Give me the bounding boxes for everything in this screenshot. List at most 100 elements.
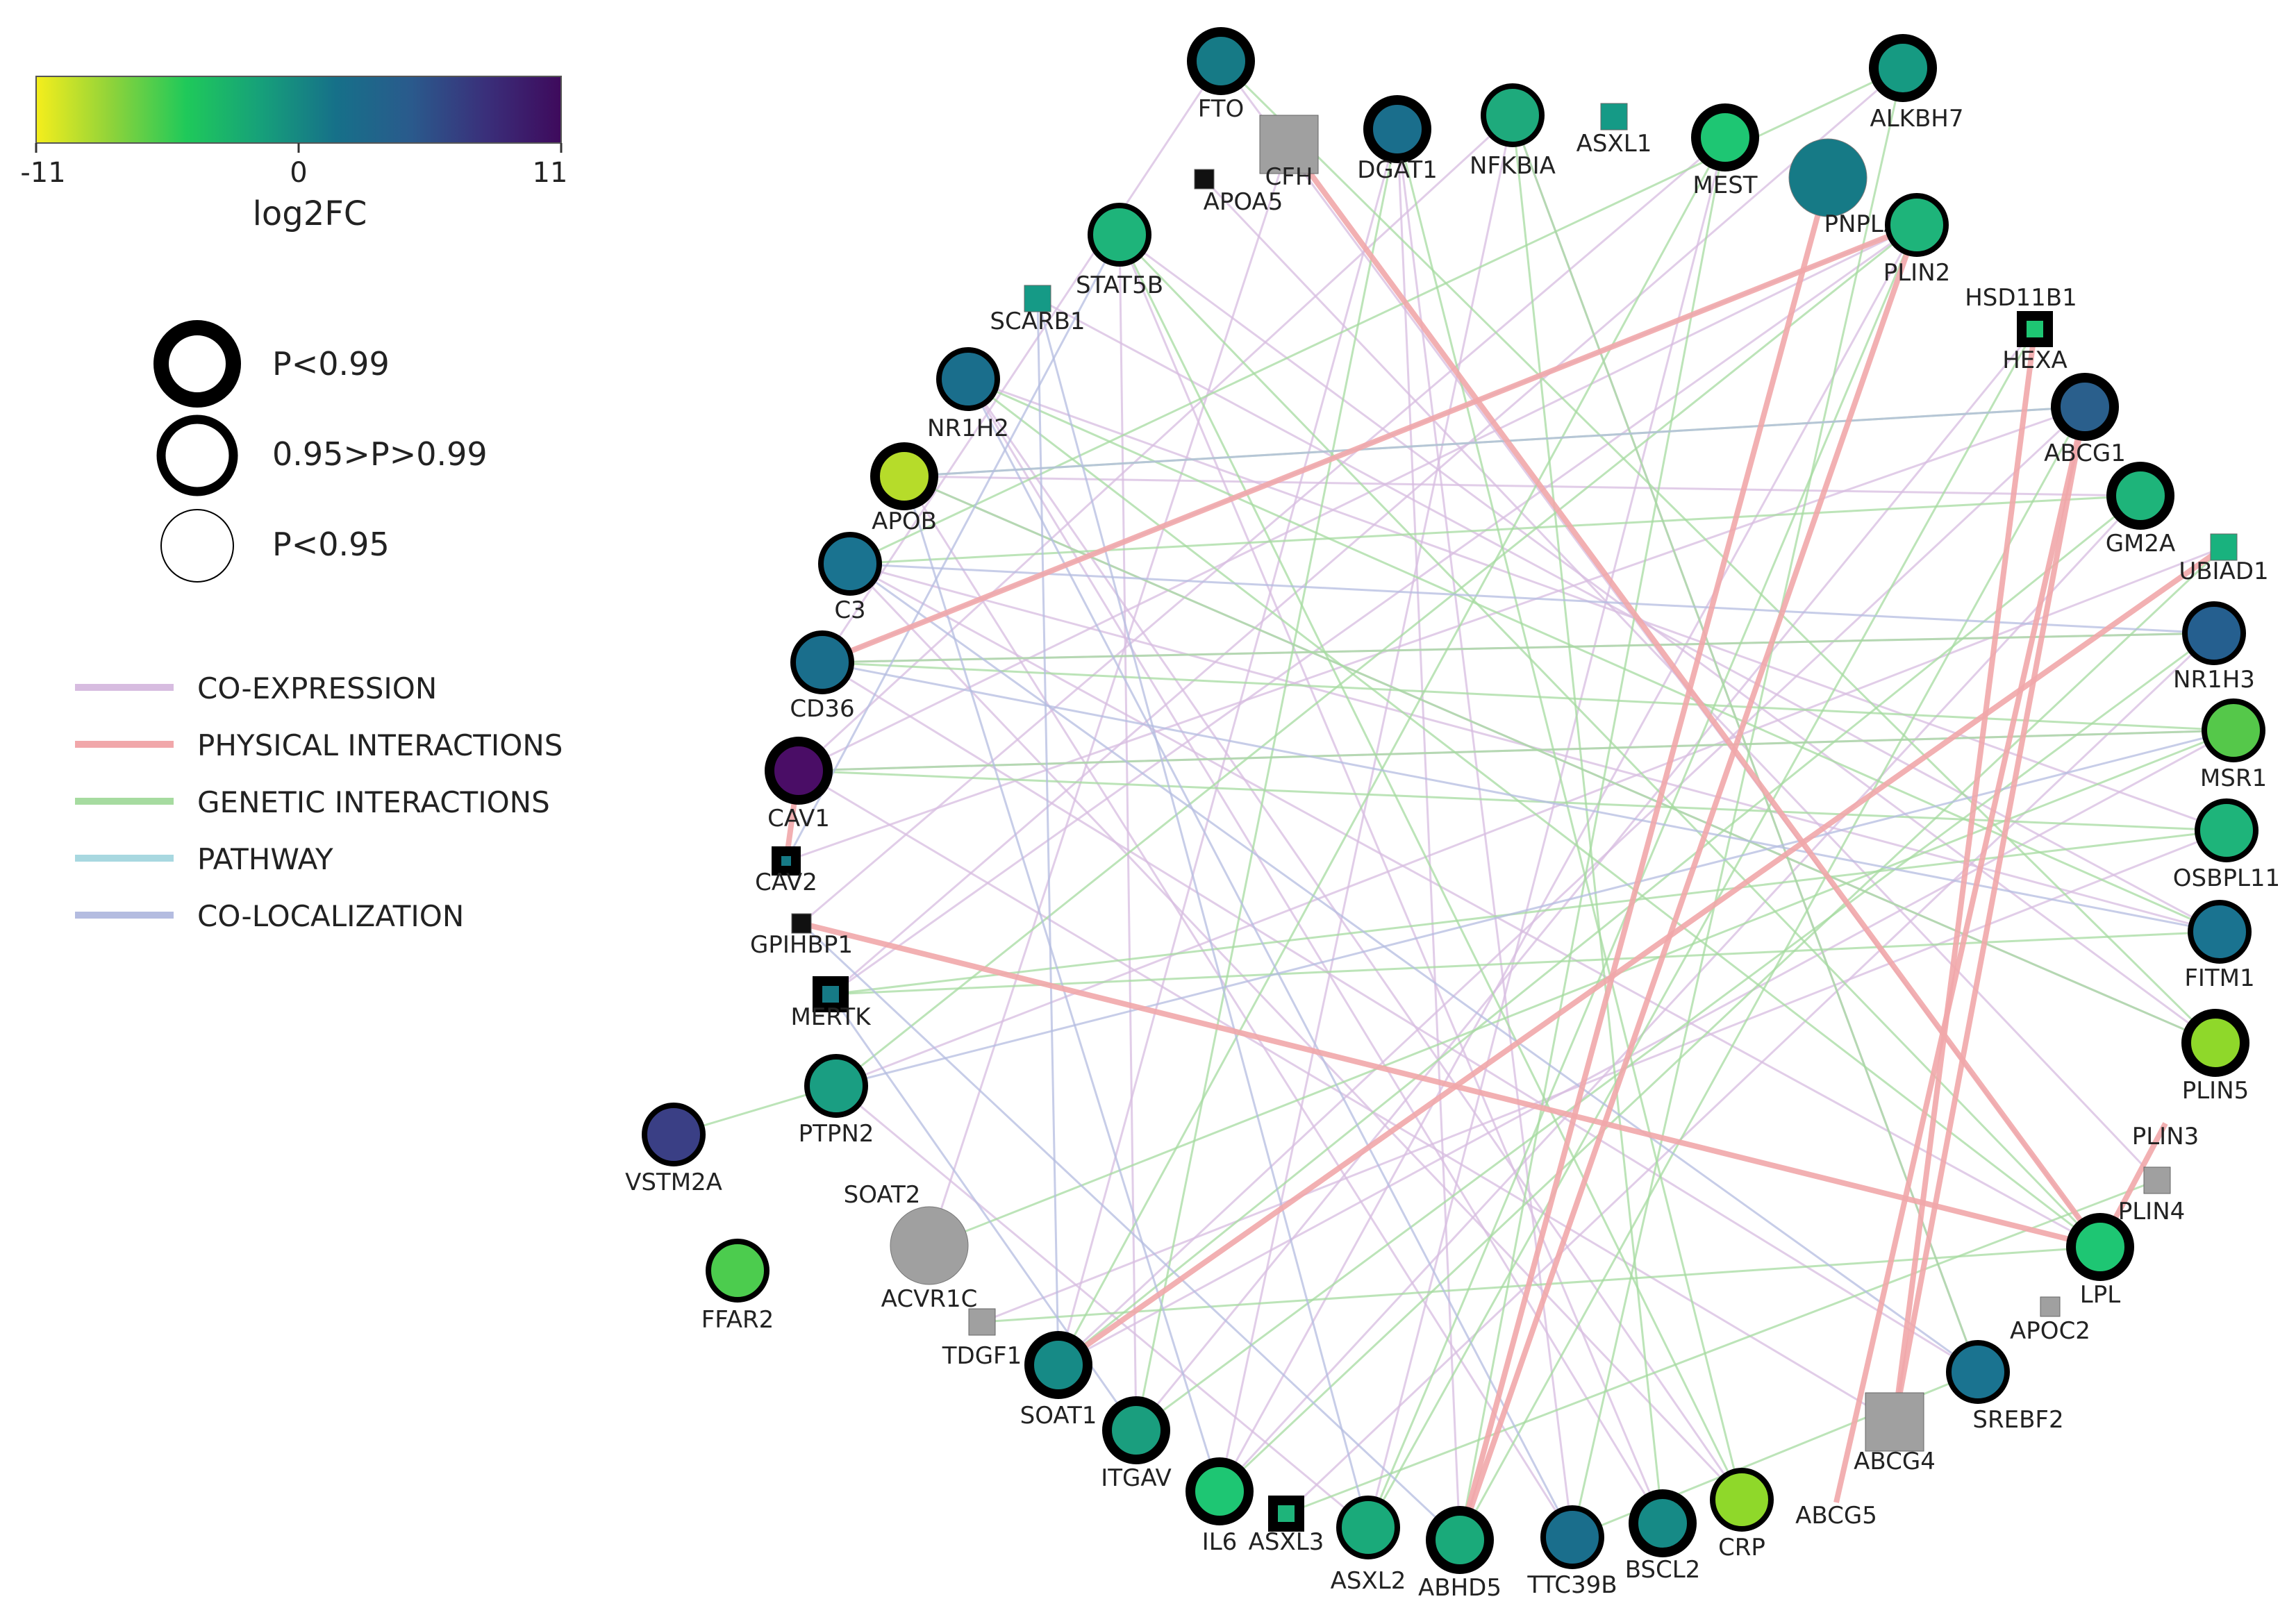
gene-node-asxl2[interactable]: ASXL2 [1331, 1496, 1406, 1595]
gene-node-nr1h2[interactable]: NR1H2 [927, 347, 1009, 442]
gene-node-abhd5[interactable]: ABHD5 [1418, 1506, 1501, 1602]
gene-node-asxl1[interactable]: ASXL1 [1577, 103, 1652, 158]
gene-node-marker[interactable] [890, 1206, 969, 1285]
gene-node-marker[interactable] [2188, 900, 2252, 964]
gene-node-marker[interactable] [2040, 1296, 2061, 1317]
gene-node-marker[interactable] [804, 1054, 868, 1118]
gene-node-acvr1c[interactable]: ACVR1C [881, 1206, 978, 1313]
gene-node-scarb1[interactable]: SCARB1 [990, 285, 1085, 335]
gene-node-srebf2[interactable]: SREBF2 [1946, 1340, 2064, 1434]
gene-node-cfh[interactable]: CFH [1259, 115, 1319, 191]
gene-node-c3[interactable]: C3 [818, 532, 882, 624]
gene-node-il6[interactable]: IL6 [1186, 1457, 1254, 1556]
gene-node-marker[interactable] [2051, 373, 2119, 441]
gene-node-marker[interactable] [772, 846, 801, 876]
gene-node-soat1[interactable]: SOAT1 [1020, 1331, 1097, 1430]
gene-node-cd36[interactable]: CD36 [790, 630, 855, 723]
gene-node-marker[interactable] [2066, 1213, 2134, 1281]
gene-node-alkbh7[interactable]: ALKBH7 [1869, 34, 1964, 133]
gene-node-ubiad1[interactable]: UBIAD1 [2179, 533, 2269, 585]
gene-node-hexa[interactable]: HEXA [2002, 346, 2068, 374]
gene-node-marker[interactable] [1946, 1340, 2010, 1404]
gene-node-plin4[interactable]: PLIN4 [2118, 1166, 2186, 1225]
gene-node-marker[interactable] [1426, 1506, 1494, 1574]
gene-node-marker[interactable] [765, 737, 833, 805]
gene-node-marker[interactable] [642, 1103, 706, 1166]
gene-node-marker[interactable] [1088, 203, 1151, 267]
gene-node-gm2a[interactable]: GM2A [2106, 462, 2176, 558]
gene-node-plin5[interactable]: PLIN5 [2181, 1009, 2249, 1105]
gene-node-marker[interactable] [1691, 103, 1759, 171]
gene-node-marker[interactable] [818, 532, 882, 596]
gene-node-ttc39b[interactable]: TTC39B [1526, 1505, 1617, 1599]
gene-node-bscl2[interactable]: BSCL2 [1625, 1489, 1701, 1584]
gene-node-marker[interactable] [2202, 698, 2265, 762]
gene-node-ptpn2[interactable]: PTPN2 [799, 1054, 874, 1148]
gene-node-marker[interactable] [1194, 169, 1215, 190]
gene-node-apoc2[interactable]: APOC2 [2010, 1296, 2090, 1345]
gene-node-marker[interactable] [813, 976, 849, 1012]
gene-node-marker[interactable] [968, 1308, 996, 1336]
gene-node-abcg5[interactable]: ABCG5 [1795, 1502, 1877, 1530]
gene-node-soat2[interactable]: SOAT2 [844, 1181, 921, 1209]
gene-node-abcg4[interactable]: ABCG4 [1854, 1392, 1936, 1475]
gene-node-marker[interactable] [1102, 1396, 1170, 1464]
gene-node-marker[interactable] [1600, 103, 1628, 131]
gene-node-plin3[interactable]: PLIN3 [2132, 1123, 2199, 1150]
gene-node-abcg1[interactable]: ABCG1 [2044, 373, 2126, 467]
gene-node-marker[interactable] [2106, 462, 2174, 530]
gene-node-marker[interactable] [2210, 533, 2238, 561]
gene-node-crp[interactable]: CRP [1710, 1468, 1774, 1562]
gene-node-hsd11b1[interactable]: HSD11B1 [1965, 284, 2077, 347]
gene-node-marker[interactable] [791, 913, 812, 934]
gene-node-marker[interactable] [1788, 138, 1867, 217]
gene-node-mertk[interactable]: MERTK [790, 976, 872, 1031]
gene-node-msr1[interactable]: MSR1 [2200, 698, 2267, 792]
gene-node-marker[interactable] [1481, 83, 1545, 147]
colorbar-mid-label: 0 [290, 157, 307, 189]
gene-node-marker[interactable] [706, 1239, 770, 1303]
gene-node-fitm1[interactable]: FITM1 [2184, 900, 2255, 992]
gene-node-marker[interactable] [1710, 1468, 1774, 1532]
gene-node-marker[interactable] [1186, 1457, 1254, 1525]
gene-node-marker[interactable] [1865, 1392, 1924, 1452]
gene-node-marker[interactable] [1024, 285, 1051, 312]
gene-node-marker[interactable] [1885, 193, 1949, 257]
gene-node-marker[interactable] [1268, 1496, 1304, 1532]
gene-node-marker[interactable] [870, 442, 938, 510]
gene-node-apoa5[interactable]: APOA5 [1194, 169, 1283, 216]
gene-node-cav2[interactable]: CAV2 [755, 846, 817, 896]
gene-node-fto[interactable]: FTO [1187, 27, 1255, 123]
gene-node-marker[interactable] [936, 347, 1000, 411]
gene-node-lpl[interactable]: LPL [2066, 1213, 2134, 1309]
gene-node-plin2[interactable]: PLIN2 [1883, 193, 1951, 287]
gene-node-gpihbp1[interactable]: GPIHBP1 [750, 913, 853, 959]
gene-node-marker[interactable] [2143, 1166, 2171, 1194]
gene-node-ffar2[interactable]: FFAR2 [701, 1239, 774, 1334]
gene-node-asxl3[interactable]: ASXL3 [1249, 1496, 1324, 1556]
gene-node-apob[interactable]: APOB [870, 442, 938, 535]
gene-node-marker[interactable] [1336, 1496, 1400, 1559]
gene-node-marker[interactable] [1259, 115, 1319, 174]
gene-node-tdgf1[interactable]: TDGF1 [942, 1308, 1022, 1370]
gene-node-nfkbia[interactable]: NFKBIA [1470, 83, 1556, 180]
gene-node-marker[interactable] [2195, 798, 2258, 862]
gene-node-marker[interactable] [790, 630, 854, 694]
gene-node-stat5b[interactable]: STAT5B [1076, 203, 1163, 299]
gene-node-marker[interactable] [1024, 1331, 1092, 1399]
gene-node-marker[interactable] [1540, 1505, 1604, 1569]
gene-node-cav1[interactable]: CAV1 [765, 737, 833, 832]
gene-node-vstm2a[interactable]: VSTM2A [625, 1103, 722, 1196]
gene-node-marker[interactable] [1363, 95, 1431, 163]
gene-node-mest[interactable]: MEST [1691, 103, 1759, 199]
gene-node-marker[interactable] [1187, 27, 1255, 95]
gene-node-marker[interactable] [2017, 311, 2053, 347]
gene-node-marker[interactable] [2181, 1009, 2249, 1077]
gene-node-marker[interactable] [2182, 601, 2246, 665]
gene-node-dgat1[interactable]: DGAT1 [1357, 95, 1438, 184]
gene-node-osbpl11[interactable]: OSBPL11 [2173, 798, 2280, 892]
gene-node-nr1h3[interactable]: NR1H3 [2173, 601, 2255, 694]
gene-node-marker[interactable] [1869, 34, 1937, 102]
gene-node-marker[interactable] [1629, 1489, 1697, 1557]
gene-node-itgav[interactable]: ITGAV [1101, 1396, 1172, 1492]
